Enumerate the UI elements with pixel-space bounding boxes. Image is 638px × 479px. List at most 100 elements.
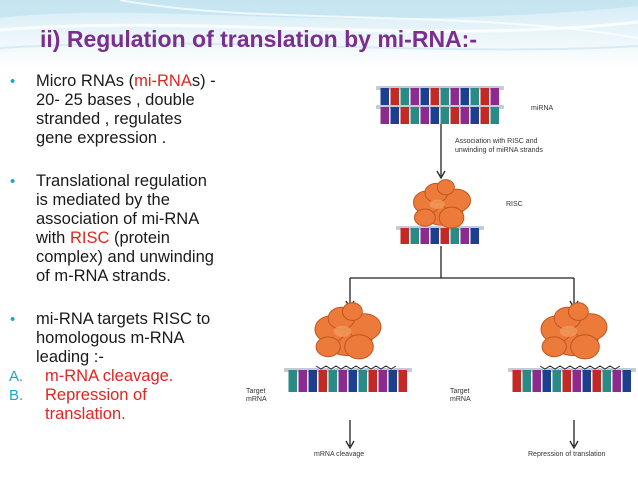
label-mirna: miRNA xyxy=(531,105,553,112)
nucleotide-base xyxy=(512,370,521,392)
highlight-mirna: mi-RNA xyxy=(134,72,192,90)
nucleotide-base xyxy=(338,370,347,392)
nucleotide-base xyxy=(562,370,571,392)
nucleotide-base xyxy=(522,370,531,392)
protein-subunit xyxy=(436,179,455,196)
protein-subunit xyxy=(438,206,465,229)
protein-highlight xyxy=(333,325,352,337)
arrow-head-icon xyxy=(569,440,579,450)
label-risc: RISC xyxy=(506,201,523,208)
nucleotide-base xyxy=(470,107,479,124)
nucleotide-base xyxy=(430,88,439,105)
nucleotide-base xyxy=(348,370,357,392)
nucleotide-base xyxy=(430,228,439,244)
nucleotide-base xyxy=(400,228,409,244)
label-mrna-cleavage: mRNA cleavage xyxy=(314,451,364,458)
nucleotide-base xyxy=(398,370,407,392)
bullet-text: Micro RNAs (mi-RNAs) - 20- 25 bases , do… xyxy=(36,72,216,147)
nucleotide-base xyxy=(542,370,551,392)
bullet-text-part: (protein complex) and unwinding of m-RNA… xyxy=(36,229,214,285)
nucleotide-base xyxy=(388,370,397,392)
bullet-text-part: Micro RNAs ( xyxy=(36,72,135,90)
title-banner xyxy=(0,0,638,68)
nucleotide-base xyxy=(420,107,429,124)
target-mrna-right xyxy=(508,365,636,392)
protein-subunit xyxy=(315,336,341,358)
highlight-risc: RISC xyxy=(69,229,110,247)
bullet-list: • Micro RNAs (mi-RNAs) - 20- 25 bases , … xyxy=(8,72,258,424)
protein-subunit xyxy=(344,334,374,360)
bullet-text-part: Translational regulation is mediated by … xyxy=(36,172,207,247)
protein-subunit xyxy=(568,302,589,321)
nucleotide-base xyxy=(622,370,631,392)
sub-item-repression: B. Repression of translation. xyxy=(8,386,258,424)
nucleotide-base xyxy=(552,370,561,392)
bullet-item-translational-regulation: • Translational regulation is mediated b… xyxy=(8,172,258,286)
nucleotide-base xyxy=(318,370,327,392)
nucleotide-base xyxy=(400,88,409,105)
protein-subunit xyxy=(413,208,436,227)
risc-complex-icon xyxy=(540,302,608,360)
bullet-text: Translational regulation is mediated by … xyxy=(36,172,214,285)
arrow-head-icon xyxy=(345,440,355,450)
risc-complex-icon xyxy=(314,302,382,360)
nucleotide-base xyxy=(460,107,469,124)
sub-item-cleavage: A. m-RNA cleavage. xyxy=(8,367,258,386)
nucleotide-base xyxy=(572,370,581,392)
protein-subunit xyxy=(342,302,363,321)
nucleotide-base xyxy=(380,88,389,105)
mirna-regulation-diagram: miRNA Association with RISC and unwindin… xyxy=(246,86,636,458)
nucleotide-base xyxy=(420,88,429,105)
nucleotide-base xyxy=(380,107,389,124)
nucleotide-base xyxy=(440,228,449,244)
nucleotide-base xyxy=(460,228,469,244)
nucleotide-base xyxy=(390,107,399,124)
nucleotide-base xyxy=(582,370,591,392)
nucleotide-base xyxy=(490,107,499,124)
nucleotide-base xyxy=(612,370,621,392)
nucleotide-base xyxy=(368,370,377,392)
protein-subunit xyxy=(541,336,567,358)
arrow-head-icon xyxy=(436,170,446,180)
label-target-line: Target xyxy=(246,388,266,395)
hydrogen-bond-line xyxy=(539,365,621,370)
bullet-item-mirna: • Micro RNAs (mi-RNAs) - 20- 25 bases , … xyxy=(8,72,258,148)
nucleotide-base xyxy=(480,88,489,105)
nucleotide-base xyxy=(602,370,611,392)
nucleotide-base xyxy=(298,370,307,392)
label-association-line: unwinding of miRNA strands xyxy=(455,147,543,154)
nucleotide-base xyxy=(450,88,459,105)
mirna-duplex xyxy=(376,86,504,124)
slide-title: ii) Regulation of translation by mi-RNA:… xyxy=(40,26,477,52)
nucleotide-base xyxy=(480,107,489,124)
nucleotide-base xyxy=(430,107,439,124)
label-repression: Repression of translation xyxy=(528,451,606,458)
nucleotide-base xyxy=(288,370,297,392)
target-mrna-left xyxy=(284,365,412,392)
nucleotide-base xyxy=(450,107,459,124)
nucleotide-base xyxy=(440,88,449,105)
sub-item-text: Repression of translation. xyxy=(45,386,147,423)
nucleotide-base xyxy=(450,228,459,244)
bullet-item-targets: • mi-RNA targets RISC to homologous m-RN… xyxy=(8,310,258,367)
bullet-dot-icon: • xyxy=(10,73,16,90)
protein-highlight xyxy=(429,199,445,210)
sub-item-text: m-RNA cleavage. xyxy=(45,367,174,385)
label-association-line: Association with RISC and xyxy=(455,138,538,145)
nucleotide-base xyxy=(420,228,429,244)
label-target-mrna-left: Target mRNA xyxy=(246,388,267,403)
nucleotide-base xyxy=(378,370,387,392)
nucleotide-base xyxy=(532,370,541,392)
bullet-dot-icon: • xyxy=(10,311,16,328)
nucleotide-base xyxy=(400,107,409,124)
nucleotide-base xyxy=(592,370,601,392)
label-target-line: mRNA xyxy=(450,396,471,403)
hydrogen-bond-line xyxy=(315,365,397,370)
label-association: Association with RISC and unwinding of m… xyxy=(455,138,543,154)
nucleotide-base xyxy=(390,88,399,105)
label-target-line: mRNA xyxy=(246,396,267,403)
protein-subunit xyxy=(570,334,600,360)
sub-item-marker: B. xyxy=(9,387,24,404)
bullet-text: mi-RNA targets RISC to homologous m-RNA … xyxy=(36,310,211,366)
nucleotide-base xyxy=(358,370,367,392)
